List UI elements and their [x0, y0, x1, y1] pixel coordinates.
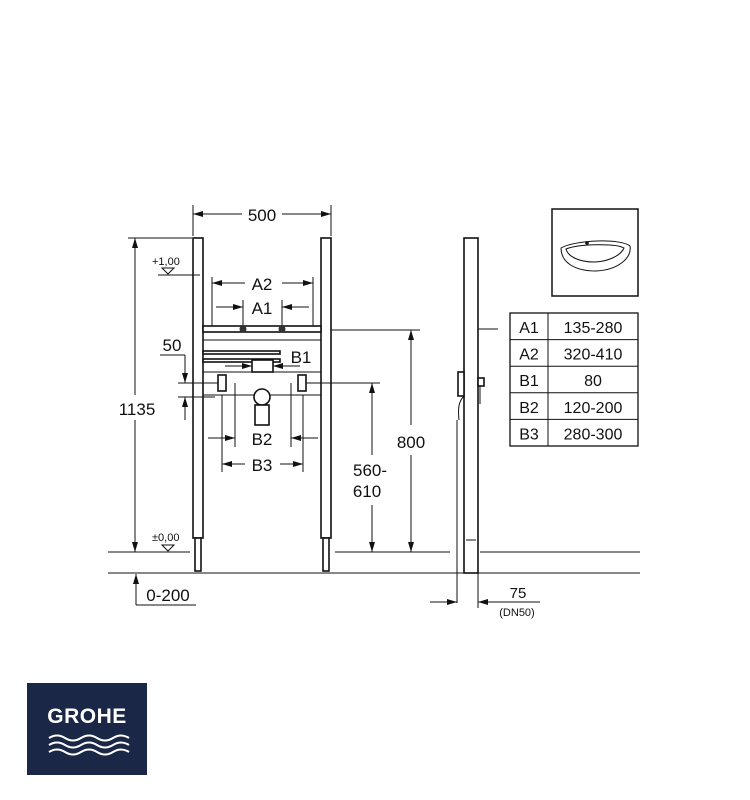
width-label: 500 [248, 206, 276, 225]
b2-label: B2 [252, 430, 273, 449]
a1-label: A1 [252, 299, 273, 318]
dimension-table: A1 135-280 A2 320-410 B1 80 B2 120-200 B… [509, 312, 639, 447]
depth-label: 75 [510, 585, 527, 602]
dimension-height: 1135 [119, 237, 192, 552]
logo-text: GROHE [47, 705, 127, 728]
height-label: 1135 [119, 400, 156, 419]
drain-height-label-1: 560- [353, 461, 387, 480]
table-row: A1 135-280 [519, 320, 622, 337]
b3-label: B3 [252, 456, 273, 475]
grohe-logo: GROHE [27, 683, 147, 775]
table-row: B3 280-300 [519, 426, 622, 443]
supply-height-label: 800 [397, 433, 425, 452]
row-label: A2 [519, 347, 539, 364]
level-top-label: +1,00 [152, 256, 180, 268]
row-label: A1 [519, 320, 539, 337]
row-value: 320-410 [564, 347, 623, 364]
dimension-b3: B3 [221, 395, 304, 475]
frame-front-view [192, 237, 332, 572]
row-value: 135-280 [564, 320, 623, 337]
table-row: A2 320-410 [519, 347, 622, 364]
dimension-drain-height: 560- 610 [306, 382, 387, 552]
dimension-b2: B2 [208, 383, 318, 449]
dimension-a1: A1 [216, 299, 309, 326]
dimension-width: 500 [192, 205, 332, 236]
level-zero-label: ±0,00 [152, 532, 179, 544]
dimension-supply-height: 800 [331, 329, 425, 552]
wave-icon [48, 734, 130, 756]
floor-lines [108, 551, 640, 574]
dimension-floor-adjust: 0-200 [133, 574, 196, 606]
level-marker-top: +1,00 [152, 256, 200, 276]
row-value: 120-200 [564, 400, 623, 417]
row-label: B2 [519, 400, 539, 417]
offset-50-label: 50 [163, 336, 182, 355]
row-value: 80 [584, 373, 602, 390]
frame-side-view: 75 (DN50) [430, 237, 540, 619]
a2-label: A2 [252, 275, 273, 294]
row-label: B1 [519, 373, 539, 390]
dimension-b1: B1 [225, 348, 312, 369]
drain-height-label-2: 610 [353, 482, 381, 501]
depth-note-label: (DN50) [499, 607, 534, 619]
row-label: B3 [519, 426, 539, 443]
level-marker-zero: ±0,00 [152, 532, 179, 552]
b1-label: B1 [291, 348, 312, 367]
washbasin-illustration [551, 208, 639, 297]
table-row: B1 80 [519, 373, 602, 390]
dimension-a2: A2 [211, 275, 314, 326]
row-value: 280-300 [564, 426, 623, 443]
dimension-50: 50 [160, 336, 218, 420]
floor-adjust-label: 0-200 [146, 586, 189, 605]
table-row: B2 120-200 [519, 400, 622, 417]
